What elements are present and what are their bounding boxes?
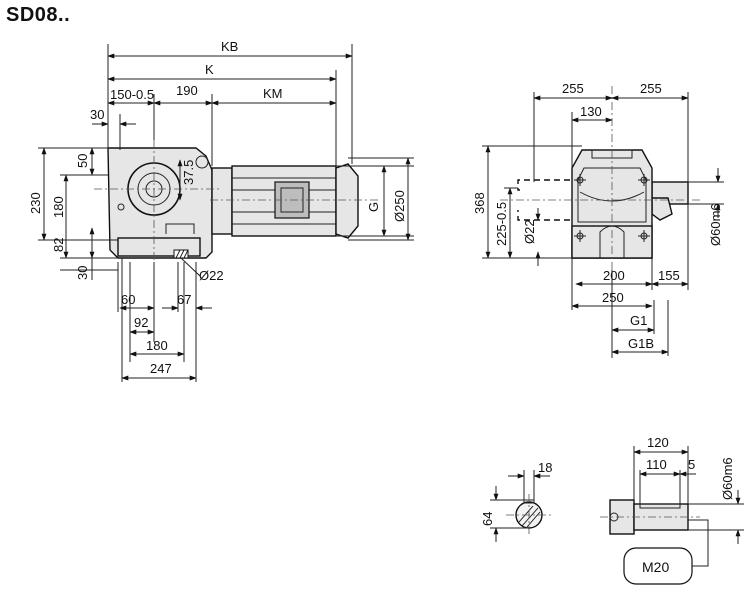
key [639,503,681,509]
bolt-markers [574,174,650,242]
dim-60m6-end: Ø60m6 [708,203,723,246]
dim-92: 92 [134,315,148,330]
dim-250-dia: Ø250 [392,190,407,222]
shaft-section: 18 64 [480,460,552,542]
dim-225: 225-0.5 [494,202,509,246]
breather-plug [195,155,209,169]
dim-150: 150-0.5 [110,87,154,102]
side-view: KB K 150-0.5 190 KM 30 230 180 50 82 30 … [28,39,414,382]
dim-bolt-22: Ø22 [199,268,224,283]
motor-fan-cowl [335,163,359,239]
dim-50: 50 [75,154,90,168]
dim-km: KM [263,86,283,101]
input-flange-dashed [517,179,570,191]
dim-110: 110 [646,457,667,472]
dim-37-5: 37.5 [181,160,196,185]
dim-5: 5 [688,457,695,472]
dim-g1: G1 [630,313,647,328]
dim-30-top: 30 [90,107,104,122]
dim-kb: KB [221,39,238,54]
dim-255-right: 255 [640,81,662,96]
dim-64: 64 [480,512,495,526]
foot-hole-outline [165,223,195,234]
thread-label: M20 [642,559,669,575]
dim-bolt-22-end: Ø22 [522,219,537,244]
dim-255-left: 255 [562,81,584,96]
dim-18: 18 [538,460,552,475]
dim-180-vertical: 180 [51,196,66,218]
dim-368: 368 [472,192,487,214]
end-view: 255 255 130 368 225-0.5 Ø22 Ø60m6 200 15 [472,81,724,358]
dim-155: 155 [658,268,680,283]
dim-k: K [205,62,214,77]
dim-200: 200 [603,268,625,283]
dim-250-end: 250 [602,290,624,305]
dim-g: G [366,202,381,212]
dim-230: 230 [28,192,43,214]
motor-adapter [211,167,233,235]
dim-180-horizontal: 180 [146,338,168,353]
shaft-detail: 120 110 5 Ø60m6 M20 [600,435,744,585]
dim-60: 60 [121,292,135,307]
dim-130: 130 [580,104,602,119]
dim-190: 190 [176,83,198,98]
gearbox-housing [107,147,213,259]
dim-67: 67 [177,292,191,307]
dim-60m6-detail: Ø60m6 [720,457,735,500]
dim-247: 247 [150,361,172,376]
dim-30-bottom: 30 [75,266,90,280]
drain-plug [117,203,125,211]
dim-82: 82 [51,238,66,252]
drawing-title: SD08.. [6,4,71,26]
dim-g1b: G1B [628,336,654,351]
dim-120: 120 [647,435,669,450]
